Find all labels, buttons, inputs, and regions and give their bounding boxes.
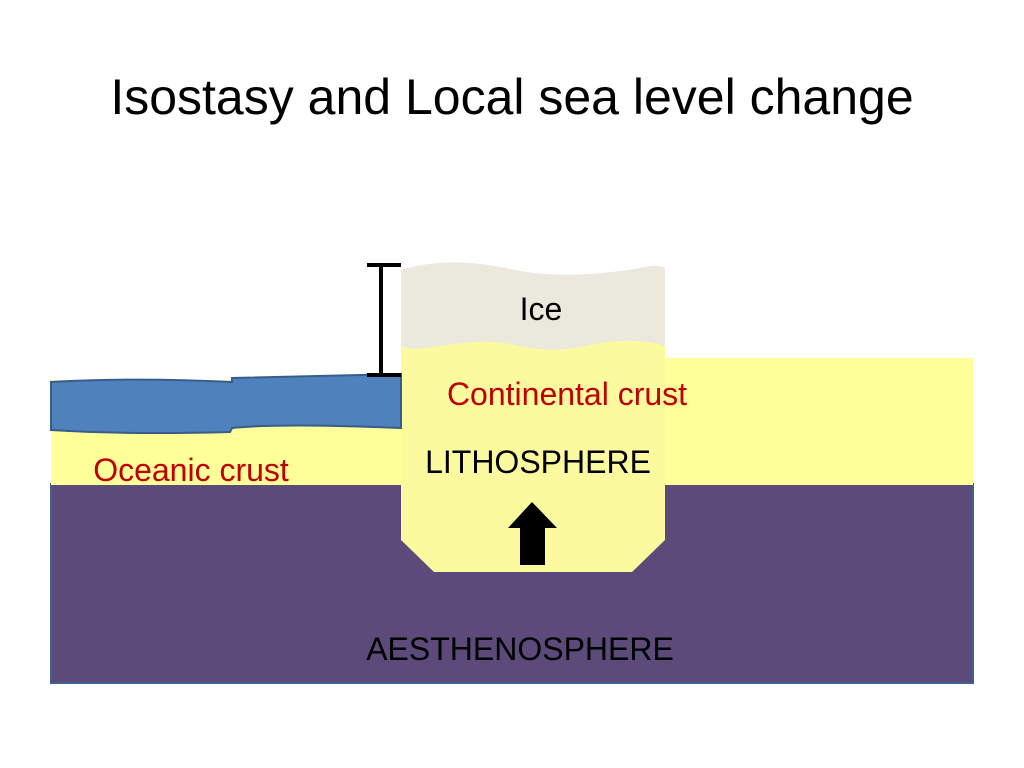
ocean-water [50, 372, 402, 435]
continental-crust-label: Continental crust [447, 376, 687, 412]
sky-gap-left [51, 340, 401, 380]
up-arrow-icon [508, 502, 557, 565]
continental-block [401, 340, 665, 572]
ice-label: Ice [520, 291, 563, 327]
asthenosphere-label: AESTHENOSPHERE [366, 631, 674, 667]
oceanic-crust-label: Oceanic crust [93, 452, 289, 488]
i-beam-bracket-icon [367, 263, 401, 377]
slide-title: Isostasy and Local sea level change [110, 69, 914, 125]
ice-sheet [401, 262, 665, 350]
lithosphere-label: LITHOSPHERE [425, 444, 651, 480]
